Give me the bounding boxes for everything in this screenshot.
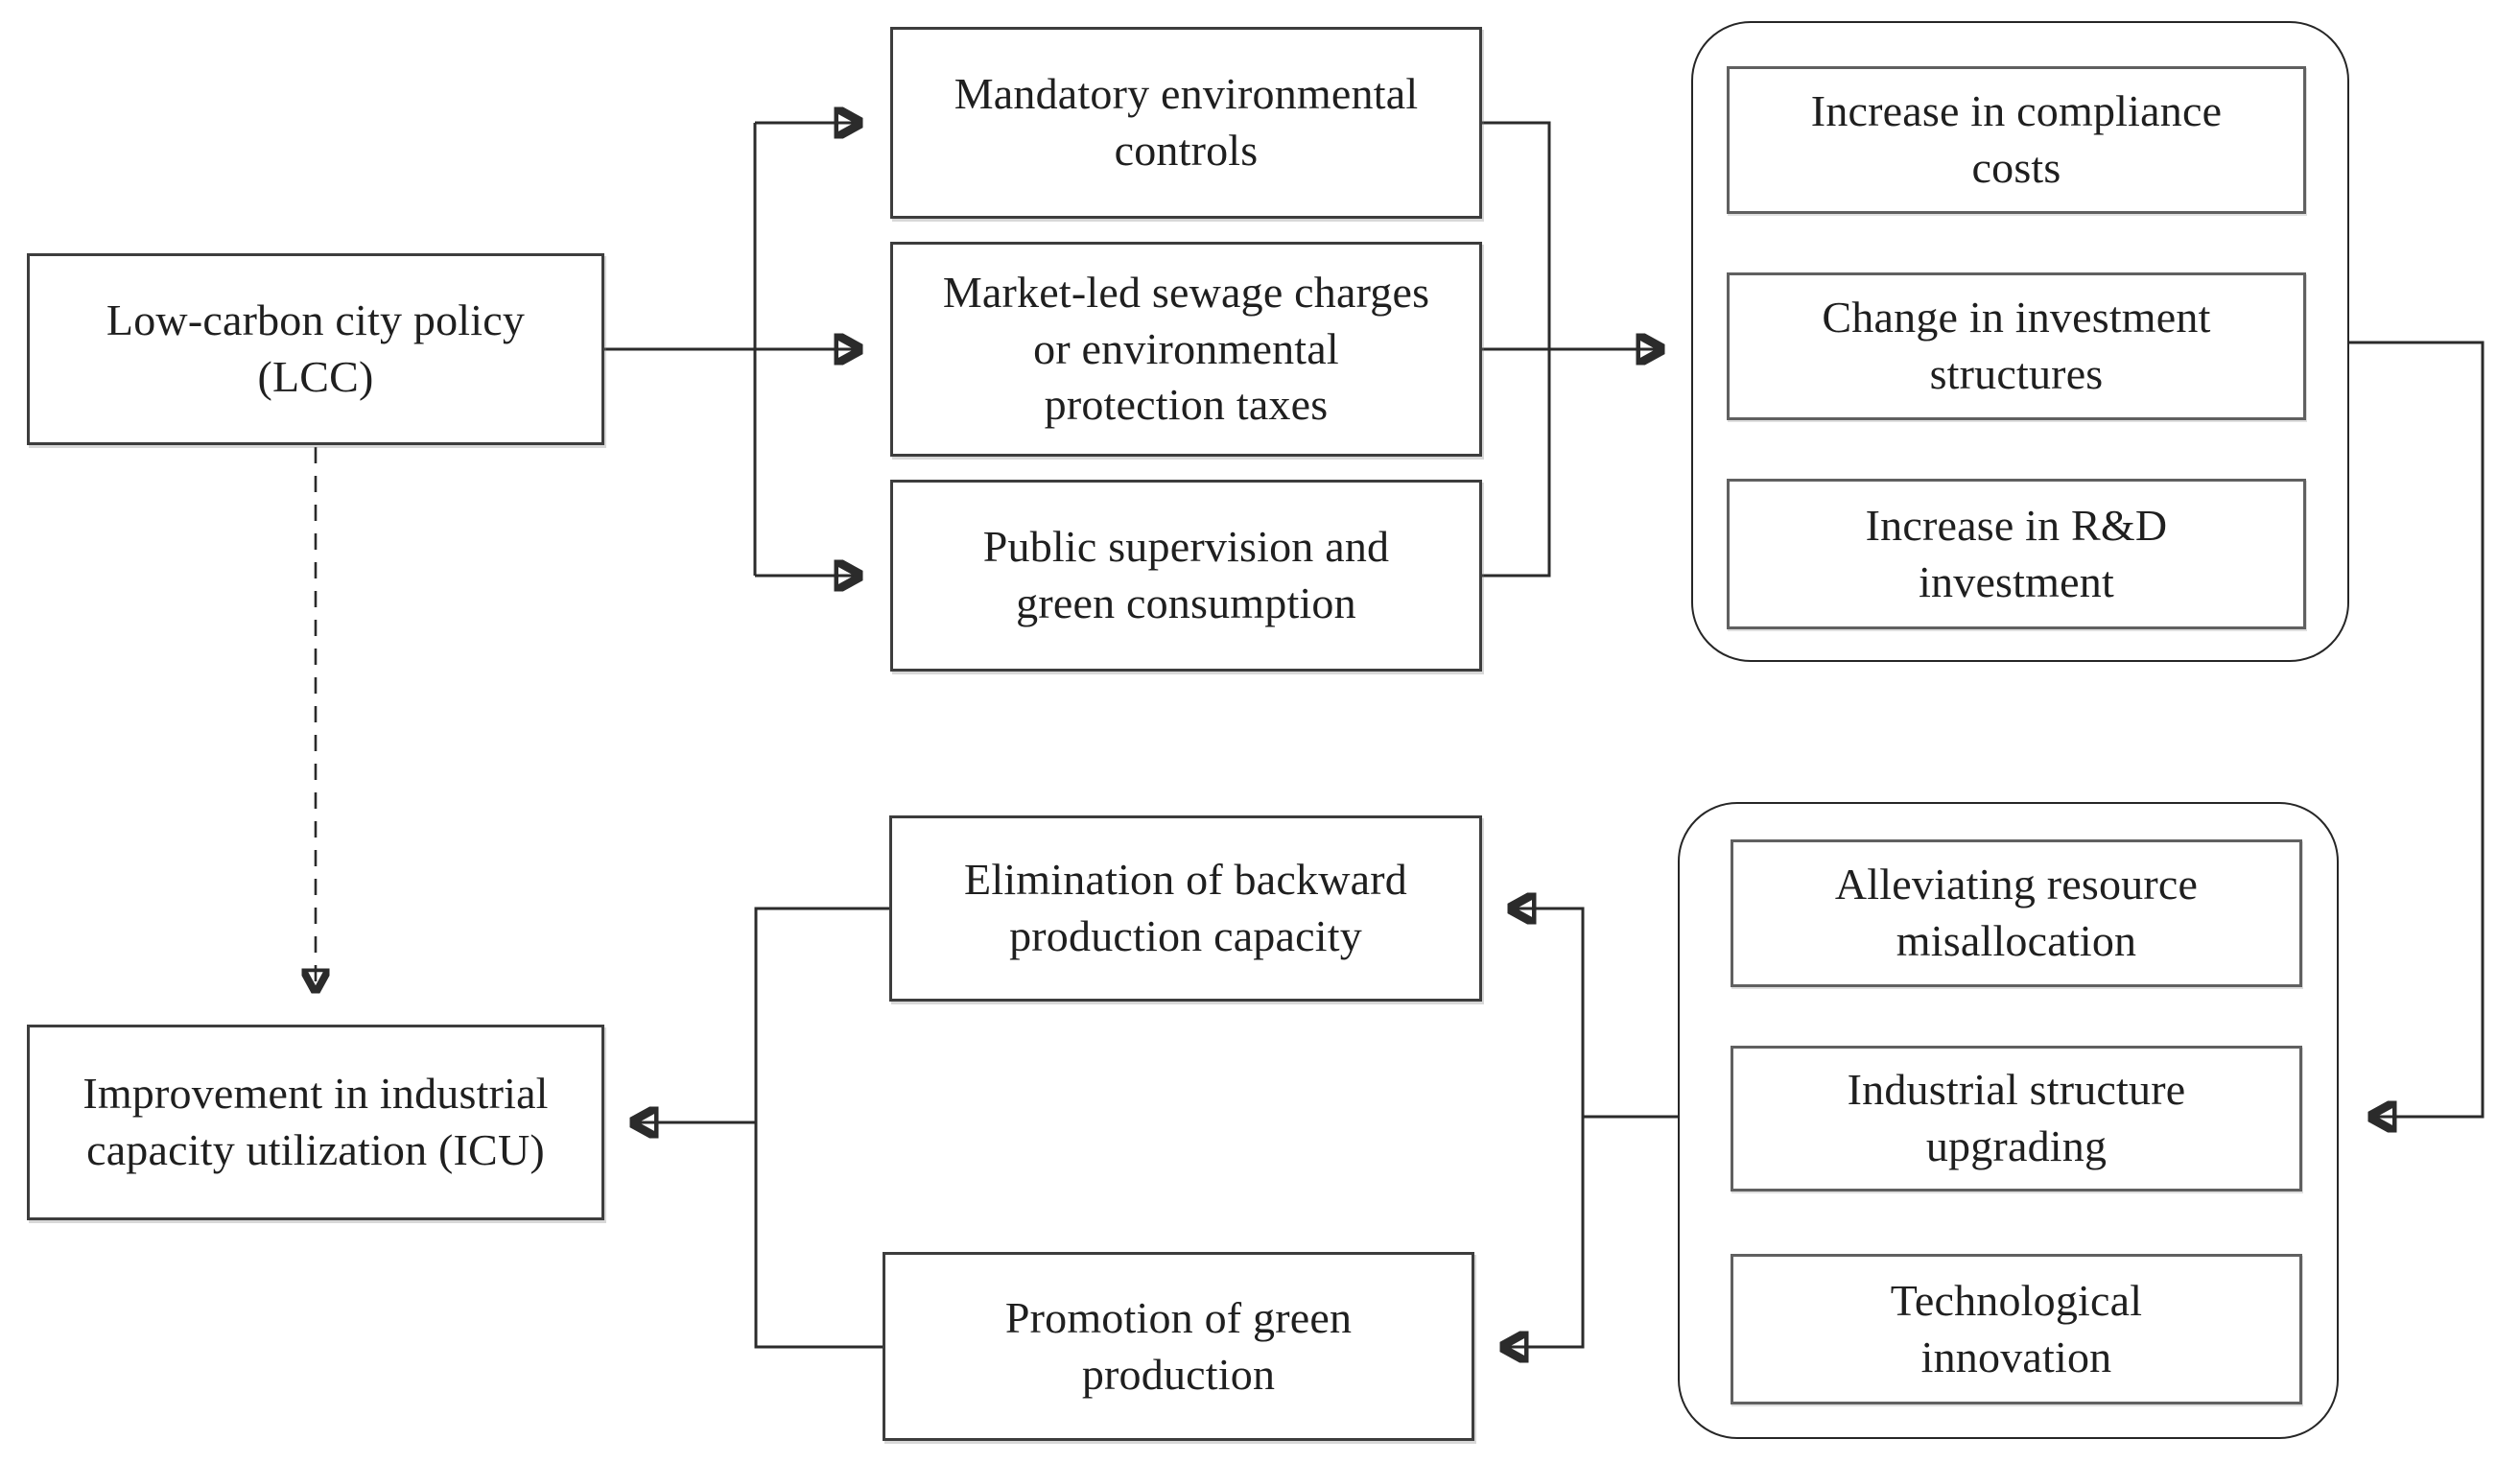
node-lcc-label: Low-carbon city policy (LCC) bbox=[106, 295, 526, 401]
arrow-to-promotion bbox=[1501, 1117, 1585, 1347]
node-elimination-backward-capacity: Elimination of backward production capac… bbox=[889, 815, 1482, 1002]
node-technological-innovation-label: Technological innovation bbox=[1890, 1275, 2143, 1381]
group-structure-and-innovation-effects: Alleviating resource misallocation Indus… bbox=[1678, 802, 2339, 1439]
arrow-cost-effects-to-structure-effects bbox=[2349, 341, 2485, 1117]
node-investment-structures: Change in investment structures bbox=[1727, 272, 2306, 420]
node-market-charges: Market-led sewage charges or environment… bbox=[890, 242, 1482, 457]
node-resource-misallocation: Alleviating resource misallocation bbox=[1731, 839, 2302, 987]
group-cost-and-investment-effects: Increase in compliance costs Change in i… bbox=[1691, 21, 2349, 662]
node-promotion-label: Promotion of green production bbox=[1004, 1292, 1353, 1399]
node-industrial-upgrading-label: Industrial structure upgrading bbox=[1847, 1065, 2186, 1170]
node-industrial-upgrading: Industrial structure upgrading bbox=[1731, 1046, 2302, 1192]
node-investment-structures-label: Change in investment structures bbox=[1822, 293, 2211, 398]
edge-production-merge-bus bbox=[754, 907, 889, 1349]
node-market-charges-label: Market-led sewage charges or environment… bbox=[942, 267, 1430, 430]
node-mandatory-controls: Mandatory environmental controls bbox=[890, 27, 1482, 219]
node-resource-misallocation-label: Alleviating resource misallocation bbox=[1834, 860, 2199, 965]
node-elimination-label: Elimination of backward production capac… bbox=[964, 855, 1407, 960]
arrow-to-elimination bbox=[1509, 908, 1585, 1117]
node-public-supervision: Public supervision and green consumption bbox=[890, 480, 1482, 672]
node-icu: Improvement in industrial capacity utili… bbox=[27, 1025, 604, 1220]
node-lcc: Low-carbon city policy (LCC) bbox=[27, 253, 604, 445]
node-icu-label: Improvement in industrial capacity utili… bbox=[82, 1069, 549, 1174]
node-public-supervision-label: Public supervision and green consumption bbox=[982, 522, 1390, 627]
node-compliance-costs: Increase in compliance costs bbox=[1727, 66, 2306, 214]
node-compliance-costs-label: Increase in compliance costs bbox=[1810, 86, 2223, 192]
node-rnd-investment-label: Increase in R&D investment bbox=[1865, 500, 2168, 606]
node-rnd-investment: Increase in R&D investment bbox=[1727, 479, 2306, 629]
node-technological-innovation: Technological innovation bbox=[1731, 1254, 2302, 1404]
node-mandatory-controls-label: Mandatory environmental controls bbox=[954, 69, 1419, 175]
node-promotion-green-production: Promotion of green production bbox=[883, 1252, 1474, 1441]
